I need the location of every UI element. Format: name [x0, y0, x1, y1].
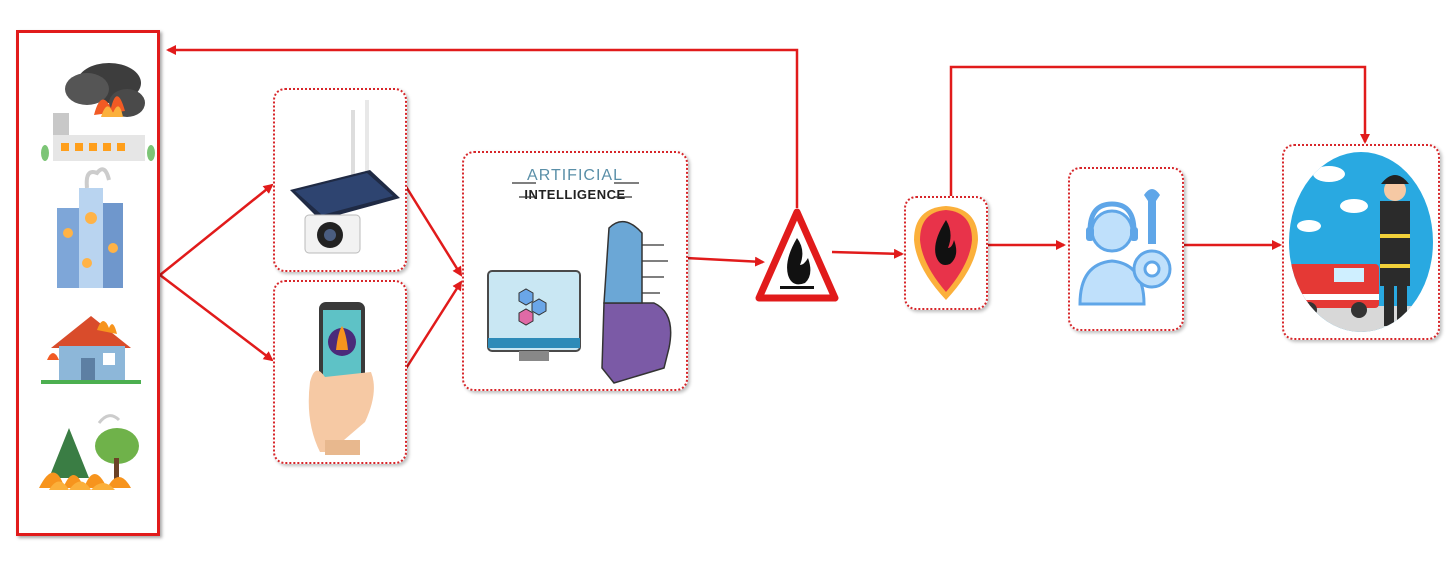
- artificial-intelligence-icon: [487, 182, 672, 384]
- arrow-ai-to-warning: [685, 256, 765, 267]
- factory-fire-icon: [41, 63, 155, 161]
- forest-fire-icon: [39, 414, 139, 490]
- arrow-warning-to-sources: [166, 45, 799, 208]
- arrow-warning-to-pin: [831, 248, 904, 259]
- fire-sources-icons: [39, 63, 155, 490]
- arrow-phone-to-ai: [403, 280, 463, 371]
- camera-detector-box: [273, 88, 407, 272]
- fire-sources-box: [16, 30, 160, 536]
- support-operator-icon: [1078, 189, 1172, 306]
- fire-location-pin-icon: [914, 206, 978, 300]
- arrow-pin-to-firefighter: [949, 65, 1370, 196]
- support-operator-box: [1068, 167, 1184, 331]
- firefighter-truck-icon: [1289, 152, 1433, 332]
- city-buildings-fire-icon: [57, 167, 123, 288]
- house-fire-icon: [41, 316, 141, 384]
- arrow-sources-to-camera: [159, 183, 274, 276]
- arrow-sources-to-phone: [159, 274, 274, 362]
- arrow-camera-to-ai: [403, 184, 463, 277]
- ai-title-line2: INTELLIGENCE: [524, 187, 626, 202]
- firefighter-response-box: [1282, 144, 1440, 340]
- fire-location-box: [904, 196, 988, 310]
- phone-detector-box: [273, 280, 407, 464]
- ai-title-line1: ARTIFICIAL: [527, 167, 623, 184]
- ai-processing-box: ARTIFICIAL INTELLIGENCE: [462, 151, 688, 391]
- smartphone-hand-icon: [308, 302, 374, 455]
- solar-camera-icon: [290, 100, 400, 254]
